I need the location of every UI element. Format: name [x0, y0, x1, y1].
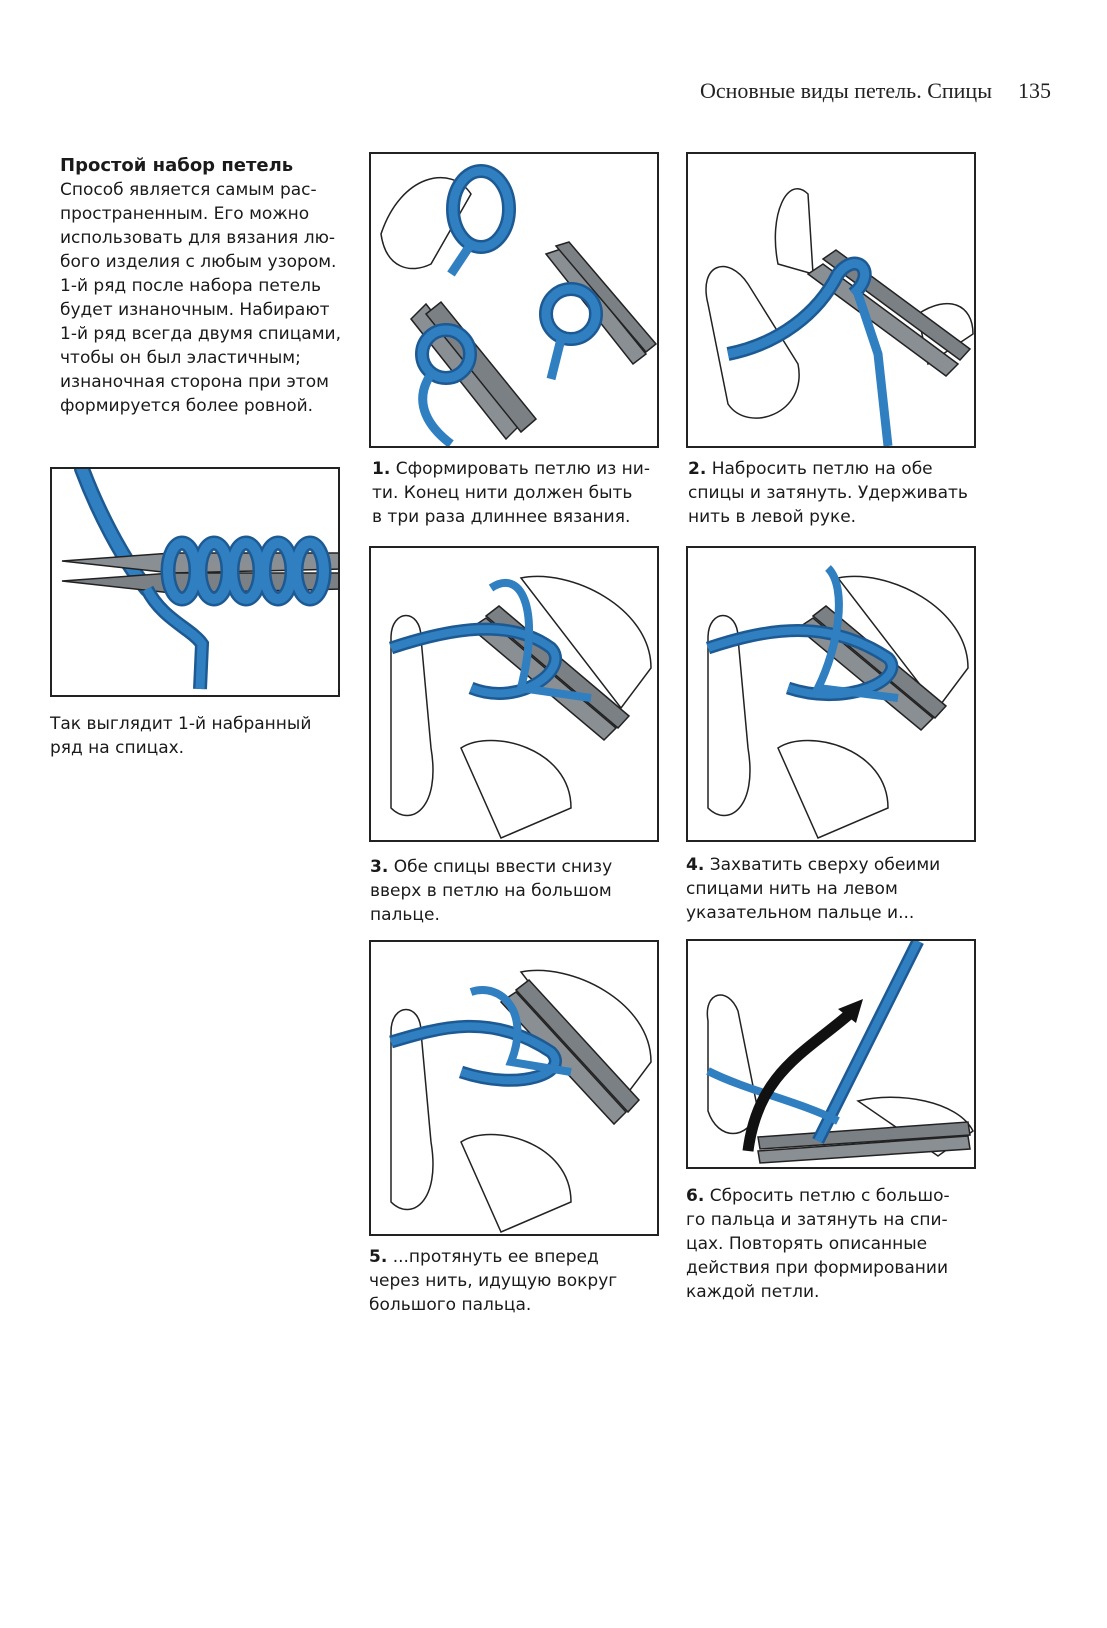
cast-on-row-drawing: [52, 469, 338, 695]
page-number: 135: [1018, 78, 1051, 103]
step-5-number: 5.: [369, 1247, 387, 1267]
step-6-illustration: [686, 939, 976, 1169]
step-3-text: Обе спицы ввести снизу вверх в петлю на …: [370, 857, 612, 925]
step-1-number: 1.: [372, 459, 390, 479]
step-4-drawing: [688, 548, 974, 840]
running-head: Основные виды петель. Спицы 135: [700, 78, 1080, 104]
step-5-caption: 5. ...протянуть ее вперед через нить, ид…: [369, 1245, 659, 1317]
step-2-drawing: [688, 154, 974, 446]
step-4-number: 4.: [686, 855, 704, 875]
step-3-illustration: [369, 546, 659, 842]
section-heading: Простой набор петель: [60, 155, 360, 176]
step-2-text: Набросить петлю на обе спицы и затянуть.…: [688, 459, 968, 527]
step-6-number: 6.: [686, 1186, 704, 1206]
step-5-drawing: [371, 942, 657, 1234]
step-2-number: 2.: [688, 459, 706, 479]
intro-section: Простой набор петель Способ является сам…: [60, 155, 360, 418]
step-1-caption: 1. Сформировать петлю из ни- ти. Конец н…: [372, 457, 662, 529]
step-4-text: Захватить сверху обеими спицами нить на …: [686, 855, 940, 923]
step-3-number: 3.: [370, 857, 388, 877]
step-1-illustration: [369, 152, 659, 448]
step-4-illustration: [686, 546, 976, 842]
running-title: Основные виды петель. Спицы: [700, 78, 992, 103]
step-3-drawing: [371, 548, 657, 840]
intro-paragraph: Способ является самым рас- пространенным…: [60, 178, 360, 418]
cast-on-row-caption: Так выглядит 1-й набранный ряд на спицах…: [50, 712, 350, 760]
step-2-caption: 2. Набросить петлю на обе спицы и затяну…: [688, 457, 978, 529]
step-6-caption: 6. Сбросить петлю с большо- го пальца и …: [686, 1184, 986, 1304]
step-1-text: Сформировать петлю из ни- ти. Конец нити…: [372, 459, 650, 527]
step-5-illustration: [369, 940, 659, 1236]
step-3-caption: 3. Обе спицы ввести снизу вверх в петлю …: [370, 855, 660, 927]
step-2-illustration: [686, 152, 976, 448]
step-4-caption: 4. Захватить сверху обеими спицами нить …: [686, 853, 986, 925]
step-5-text: ...протянуть ее вперед через нить, идущу…: [369, 1247, 617, 1315]
step-1-drawing: [371, 154, 657, 446]
cast-on-row-illustration: [50, 467, 340, 697]
step-6-drawing: [688, 941, 974, 1167]
step-6-text: Сбросить петлю с большо- го пальца и зат…: [686, 1186, 950, 1302]
